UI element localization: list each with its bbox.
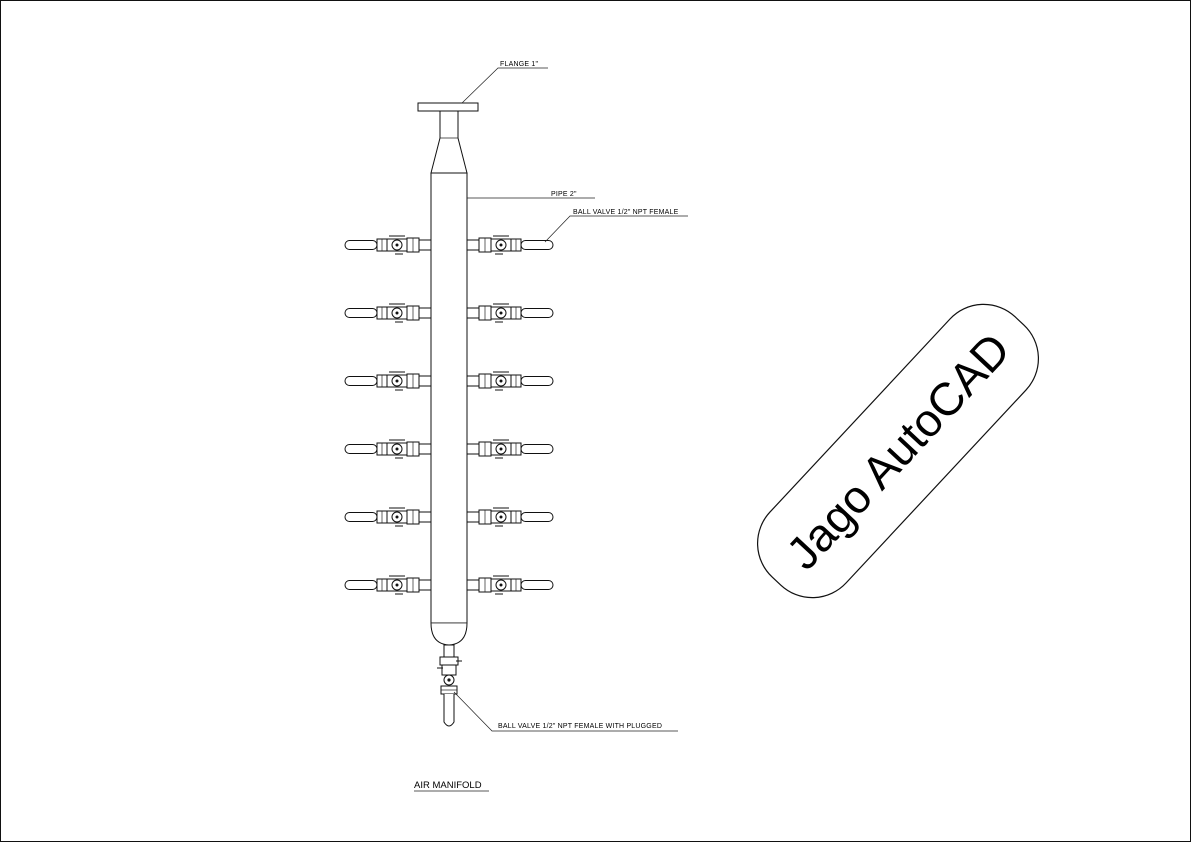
manifold [344,102,554,727]
main-pipe [430,172,468,624]
branch-valve-left-6 [344,575,432,595]
flange-callout: FLANGE 1" [461,61,548,104]
flange [417,102,479,112]
bottom-cap [430,622,468,646]
branch-valve-left-4 [344,439,432,459]
drawing-title: AIR MANIFOLD [414,780,489,792]
branch-valve-right-2 [466,303,554,323]
drain-valve-label: BALL VALVE 1/2" NPT FEMALE WITH PLUGGED [498,723,662,730]
watermark-frame [756,303,1040,599]
ball-valve-callout: BALL VALVE 1/2" NPT FEMALE [544,209,688,243]
flange-label: FLANGE 1" [500,61,538,68]
branch-valve-right-1 [466,235,554,255]
drain-valve [437,644,462,727]
branch-valve-right-3 [466,371,554,391]
watermark-stamp: Jago AutoCAD [756,303,1040,599]
branch-valve-right-4 [466,439,554,459]
watermark-text: Jago AutoCAD [776,323,1020,579]
pipe-label: PIPE 2" [551,191,577,198]
ball-valve-label: BALL VALVE 1/2" NPT FEMALE [573,209,679,216]
branch-valve-left-1 [344,235,432,255]
pipe-callout: PIPE 2" [467,191,595,199]
drawing-title-text: AIR MANIFOLD [414,780,482,791]
branch-valve-right-6 [466,575,554,595]
branch-valve-left-5 [344,507,432,527]
reducer [430,110,468,174]
branch-valve-left-3 [344,371,432,391]
drain-valve-callout: BALL VALVE 1/2" NPT FEMALE WITH PLUGGED [453,691,678,732]
branch-valve-right-5 [466,507,554,527]
branch-valve-left-2 [344,303,432,323]
